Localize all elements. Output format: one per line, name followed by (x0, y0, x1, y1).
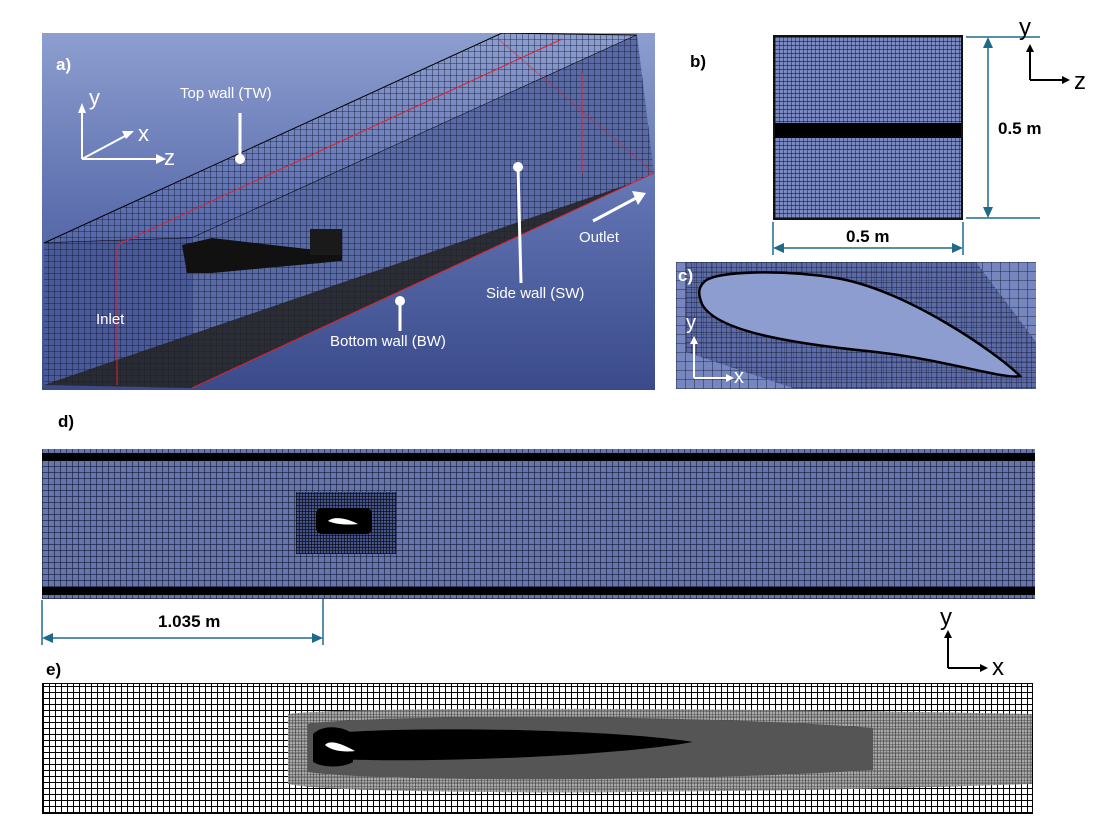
panel-d-side-mesh (42, 449, 1035, 599)
panel-e-axis-y: y (940, 604, 952, 631)
airfoil-shape-e (325, 742, 355, 752)
panel-d-label: d) (58, 412, 75, 431)
panel-c-axis-x: x (734, 366, 744, 388)
panel-c-label: c) (678, 266, 694, 285)
bottom-wall-refinement (42, 587, 1035, 595)
airfoil-refinement-box (310, 229, 342, 255)
inlet-label: Inlet (96, 311, 125, 328)
airfoil-refinement-zone (296, 492, 396, 554)
panel-e-wake-mesh (42, 683, 1033, 814)
side-wall-label: Side wall (SW) (486, 285, 585, 302)
wake-refinement-inner (323, 729, 693, 761)
top-wall-label: Top wall (TW) (180, 85, 272, 102)
panel-e-axis-x: x (992, 654, 1004, 681)
bottom-wall-surface (44, 173, 654, 388)
panel-b-axis-z: z (1074, 68, 1086, 95)
panel-b-height-dim: 0.5 m (998, 119, 1042, 138)
axis-label-y: y (89, 85, 100, 110)
panel-b-label: b) (690, 52, 707, 71)
panel-e-axis-triad (944, 630, 988, 672)
panel-b-cross-section-mesh (773, 35, 963, 220)
panel-b-axis-triad (1026, 44, 1070, 84)
panel-a-label: a) (56, 55, 72, 74)
panel-b-width-dim: 0.5 m (846, 227, 890, 246)
panel-a-axis-triad (78, 103, 166, 164)
axis-label-x: x (138, 121, 149, 146)
axis-label-z: z (164, 145, 175, 170)
panel-c-airfoil-mesh: c) y x (676, 262, 1036, 389)
panel-c-axis-triad (690, 336, 734, 382)
top-wall-refinement (42, 453, 1035, 461)
panel-d-length-dim: 1.035 m (158, 612, 221, 631)
outlet-label: Outlet (579, 229, 620, 246)
airfoil-shape (698, 271, 1023, 378)
panel-e-label: e) (46, 660, 62, 679)
panel-c-axis-y: y (686, 312, 696, 334)
bottom-wall-label: Bottom wall (BW) (330, 333, 446, 350)
blade-refinement-band (775, 123, 961, 138)
panel-a-3d-domain: a) y x z Top wall (TW) Side wall (SW) Bo… (42, 33, 655, 390)
panel-b-axis-y: y (1019, 14, 1031, 41)
blade-support (182, 238, 342, 273)
